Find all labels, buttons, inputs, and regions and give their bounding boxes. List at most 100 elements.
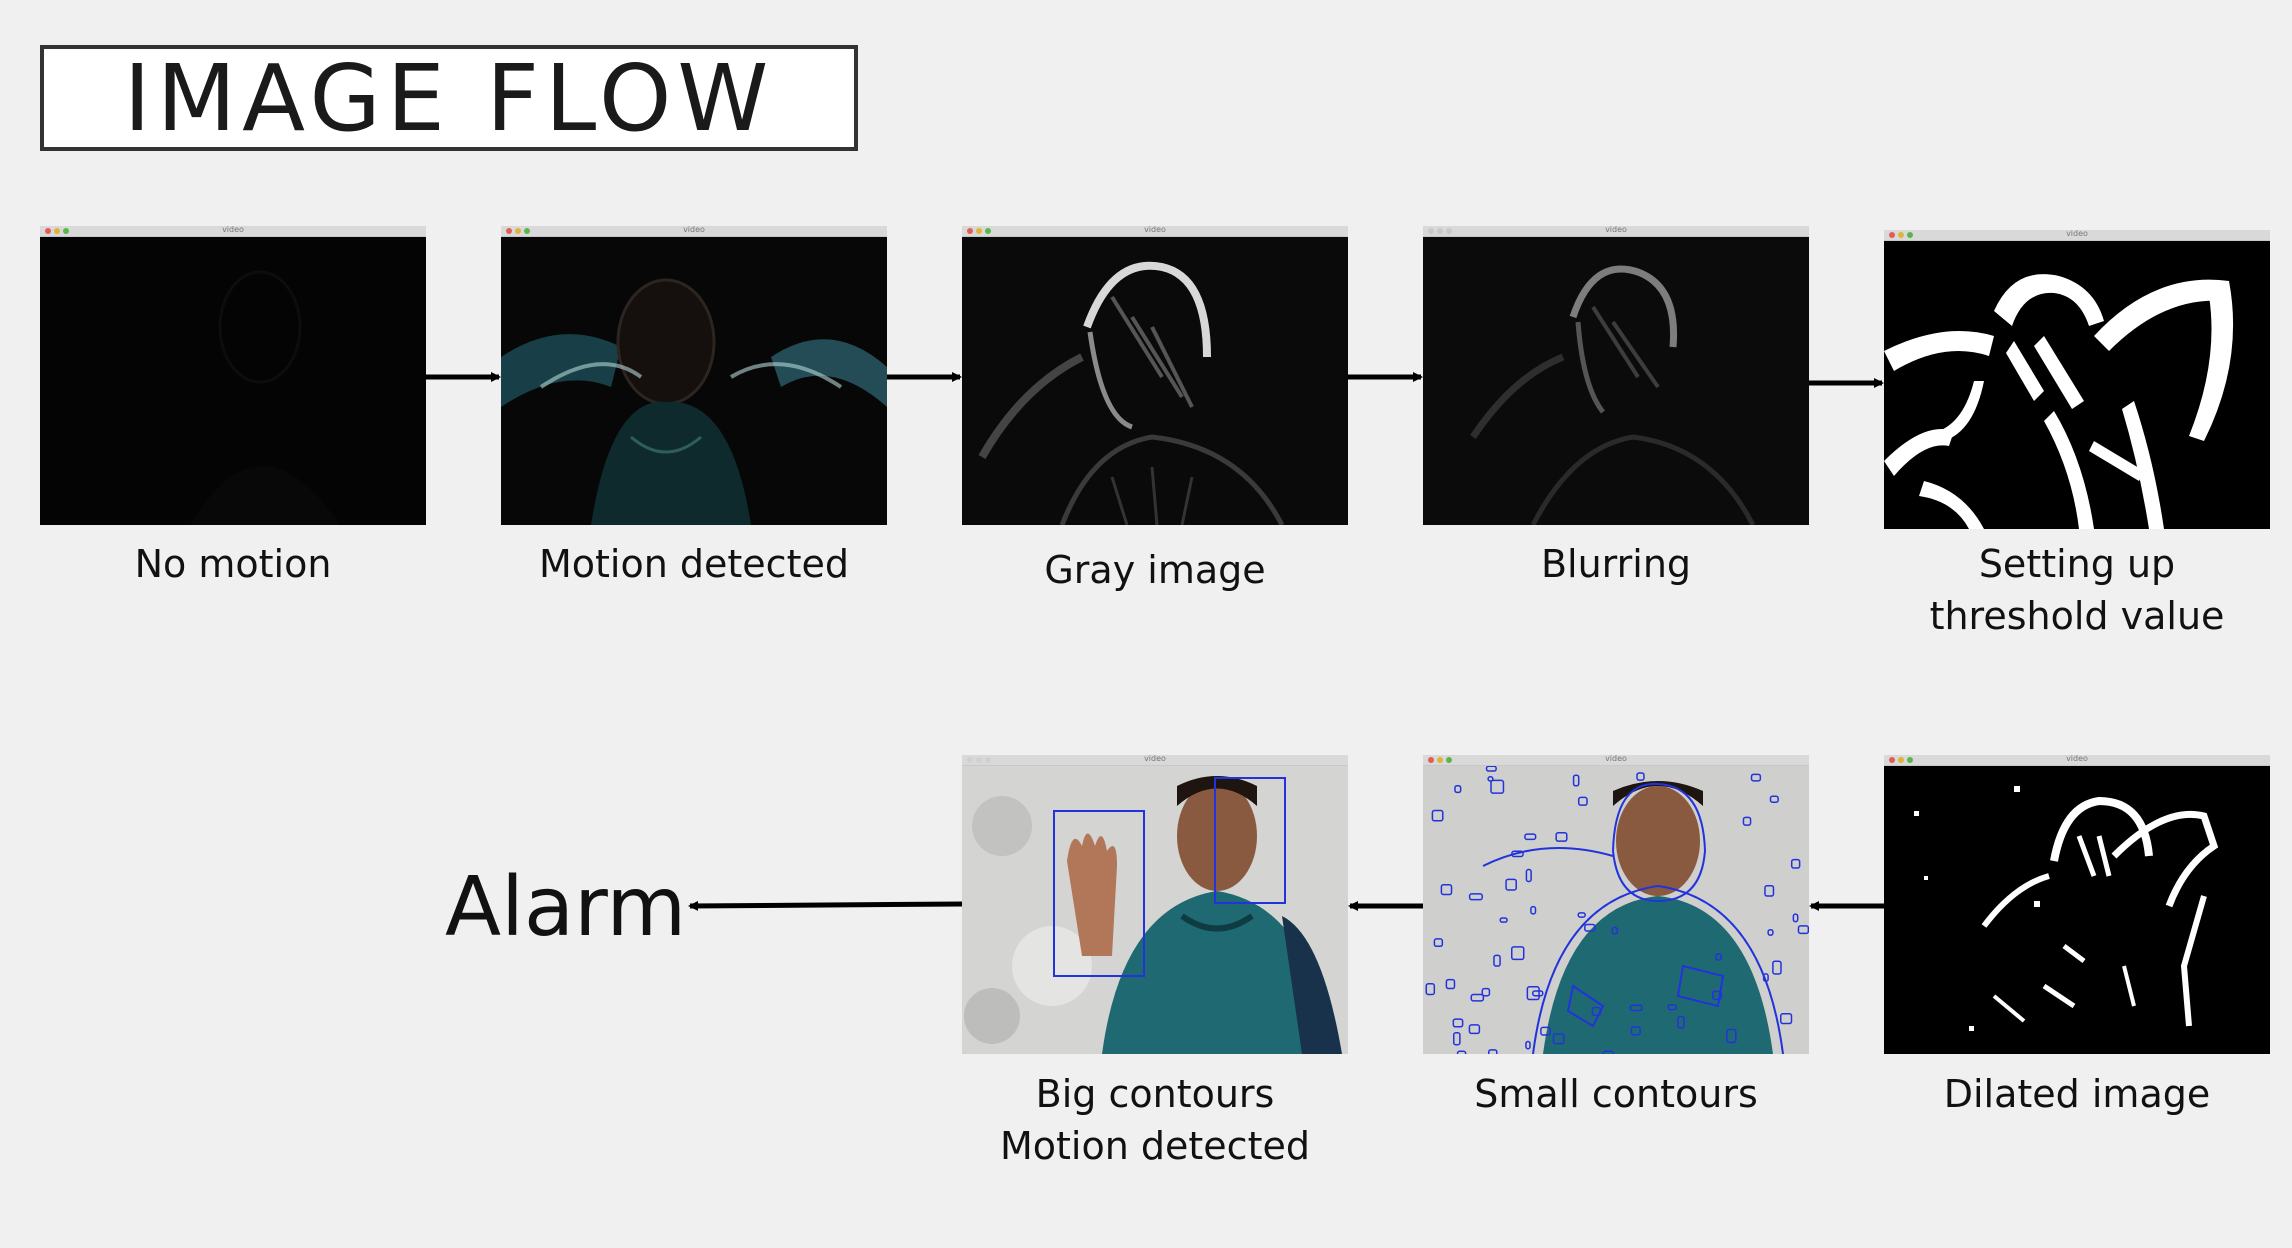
maximize-dot-icon xyxy=(524,228,530,234)
small-contour-blob xyxy=(1577,912,1586,918)
image-motion-detected xyxy=(501,237,887,525)
small-contour-blob xyxy=(1602,1050,1614,1054)
frame-no-motion: video xyxy=(40,225,426,525)
small-contour-blob xyxy=(1488,1049,1498,1054)
small-contour-blob xyxy=(1468,1024,1481,1035)
close-dot-icon xyxy=(1889,757,1895,763)
small-contour-blob xyxy=(1611,926,1619,935)
small-contour-blob xyxy=(1762,973,1769,982)
caption-no-motion: No motion xyxy=(134,542,332,586)
caption-blurring: Blurring xyxy=(1540,542,1692,586)
small-contour-blob xyxy=(1530,905,1537,915)
caption-motion-detected: Motion detected xyxy=(539,542,849,586)
minimize-dot-icon xyxy=(1898,232,1904,238)
small-contour-blob xyxy=(1440,883,1453,896)
small-contour-blob xyxy=(1577,796,1588,806)
maximize-dot-icon xyxy=(985,228,991,234)
small-contour-blob xyxy=(1636,772,1645,781)
image-no-motion xyxy=(40,237,426,525)
small-contour-blob xyxy=(1711,990,1723,1001)
small-contour-blob xyxy=(1726,1028,1737,1044)
close-dot-icon xyxy=(1889,232,1895,238)
caption-gray-image: Gray image xyxy=(1044,548,1266,592)
small-contour-blob xyxy=(1510,946,1525,961)
window-title: video xyxy=(1144,754,1166,763)
small-contour-blob xyxy=(1630,1026,1641,1036)
caption-small-contours: Small contours xyxy=(1474,1072,1758,1116)
close-dot-icon xyxy=(967,228,973,234)
frame-small-contours: video xyxy=(1423,754,1809,1054)
small-contour-blob xyxy=(1552,1033,1565,1045)
window-titlebar: video xyxy=(501,225,887,237)
image-big-contours xyxy=(962,766,1348,1054)
small-contour-blob xyxy=(1454,784,1462,794)
frame-dilated: video xyxy=(1884,754,2270,1054)
small-contour-blob xyxy=(1532,990,1544,997)
small-contour-blob xyxy=(1505,878,1517,891)
small-contour-blob xyxy=(1629,1004,1643,1012)
small-contour-blob xyxy=(1481,987,1491,997)
small-contour-blob xyxy=(1470,993,1485,1002)
small-contour-blob xyxy=(1499,917,1508,923)
window-title: video xyxy=(2066,754,2088,763)
small-contour-blob xyxy=(1490,779,1505,794)
small-contour-blob xyxy=(1425,983,1436,996)
window-title: video xyxy=(1605,754,1627,763)
small-contour-blob xyxy=(1525,868,1532,883)
close-dot-icon xyxy=(1428,757,1434,763)
window-titlebar: video xyxy=(40,225,426,237)
image-small-contours xyxy=(1423,766,1809,1054)
small-contour-blob xyxy=(1456,1050,1467,1054)
small-contour-blob xyxy=(1767,928,1774,936)
small-contour-blob xyxy=(1445,978,1456,990)
window-titlebar: video xyxy=(962,754,1348,766)
small-contour-blob xyxy=(1511,850,1524,858)
close-dot-icon xyxy=(967,757,973,763)
alarm-label: Alarm xyxy=(445,860,687,955)
frame-gray-image: video xyxy=(962,225,1348,525)
caption-threshold: Setting up threshold value xyxy=(1929,542,2225,638)
small-contour-blob xyxy=(1772,960,1782,975)
small-contour-blob xyxy=(1715,953,1722,961)
window-title: video xyxy=(1605,225,1627,234)
maximize-dot-icon xyxy=(1446,228,1452,234)
small-contour-blob xyxy=(1750,773,1762,782)
small-contour-blob xyxy=(1555,831,1568,842)
small-contour-blob xyxy=(1780,1013,1793,1025)
small-contour-blob xyxy=(1584,923,1596,932)
minimize-dot-icon xyxy=(515,228,521,234)
image-threshold xyxy=(1884,241,2270,529)
small-contour-blob xyxy=(1525,1040,1531,1050)
close-dot-icon xyxy=(45,228,51,234)
small-contour-blob xyxy=(1790,858,1801,869)
frame-blurring: video xyxy=(1423,225,1809,525)
maximize-dot-icon xyxy=(63,228,69,234)
window-title: video xyxy=(2066,229,2088,238)
page-title: IMAGE FLOW xyxy=(123,44,775,152)
close-dot-icon xyxy=(506,228,512,234)
window-titlebar: video xyxy=(1423,754,1809,766)
small-contour-blob xyxy=(1591,1006,1602,1017)
window-titlebar: video xyxy=(1884,754,2270,766)
minimize-dot-icon xyxy=(54,228,60,234)
small-contour-blob xyxy=(1742,816,1752,826)
small-contour-blob xyxy=(1485,766,1497,772)
maximize-dot-icon xyxy=(1907,757,1913,763)
small-contour-blob xyxy=(1493,954,1501,967)
small-contour-blob xyxy=(1431,809,1444,822)
small-contour-blob xyxy=(1667,1004,1677,1011)
arrow-7 xyxy=(688,900,963,911)
window-titlebar: video xyxy=(1884,229,2270,241)
small-contour-blob xyxy=(1452,1018,1464,1028)
small-contour-blob xyxy=(1524,833,1537,841)
small-contour-blob xyxy=(1452,1032,1461,1046)
frame-threshold: video xyxy=(1884,229,2270,529)
image-gray xyxy=(962,237,1348,525)
minimize-dot-icon xyxy=(1437,757,1443,763)
close-dot-icon xyxy=(1428,228,1434,234)
window-title: video xyxy=(683,225,705,234)
frame-motion-detected: video xyxy=(501,225,887,525)
small-contour-blob xyxy=(1487,776,1494,782)
small-contour-blob xyxy=(1572,774,1580,787)
